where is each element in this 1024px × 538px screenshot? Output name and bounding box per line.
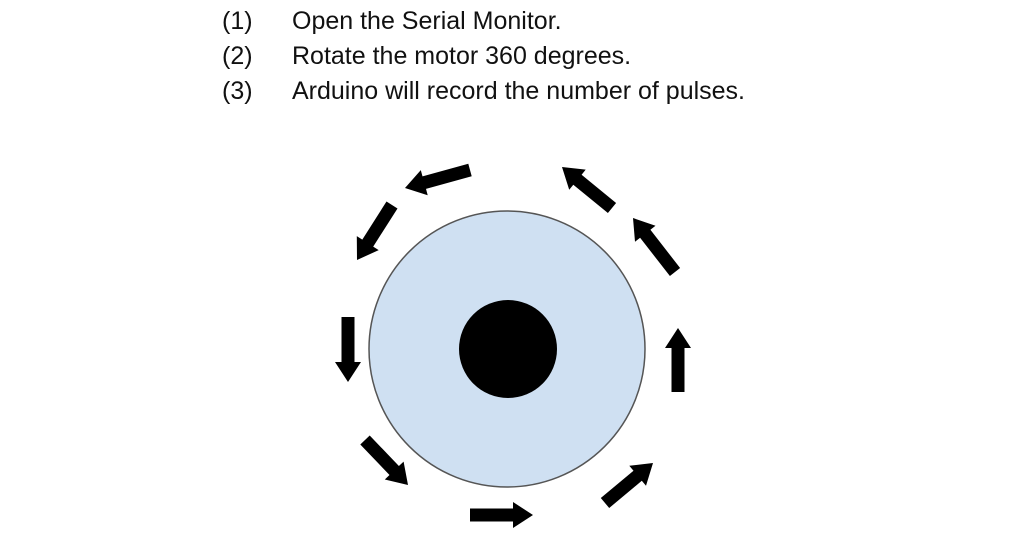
step-text: Open the Serial Monitor. <box>292 7 562 35</box>
rotation-arrow-icon <box>470 502 533 528</box>
rotation-arrow-icon <box>405 163 472 196</box>
rotation-arrow-icon <box>633 218 681 276</box>
rotation-arrow-icon <box>335 317 361 382</box>
rotation-arrow-icon <box>562 167 617 213</box>
step-number: (1) <box>222 7 253 35</box>
rotation-arrow-icon <box>600 463 653 508</box>
rotation-arrows <box>335 163 691 528</box>
motor-shaft-hub <box>459 300 557 398</box>
step-text: Rotate the motor 360 degrees. <box>292 42 632 70</box>
rotation-arrow-icon <box>360 435 408 485</box>
step-number: (3) <box>222 77 253 105</box>
rotation-arrow-icon <box>665 328 691 392</box>
rotation-arrow-icon <box>356 201 398 260</box>
step-text: Arduino will record the number of pulses… <box>292 77 746 105</box>
step-number: (2) <box>222 42 253 70</box>
